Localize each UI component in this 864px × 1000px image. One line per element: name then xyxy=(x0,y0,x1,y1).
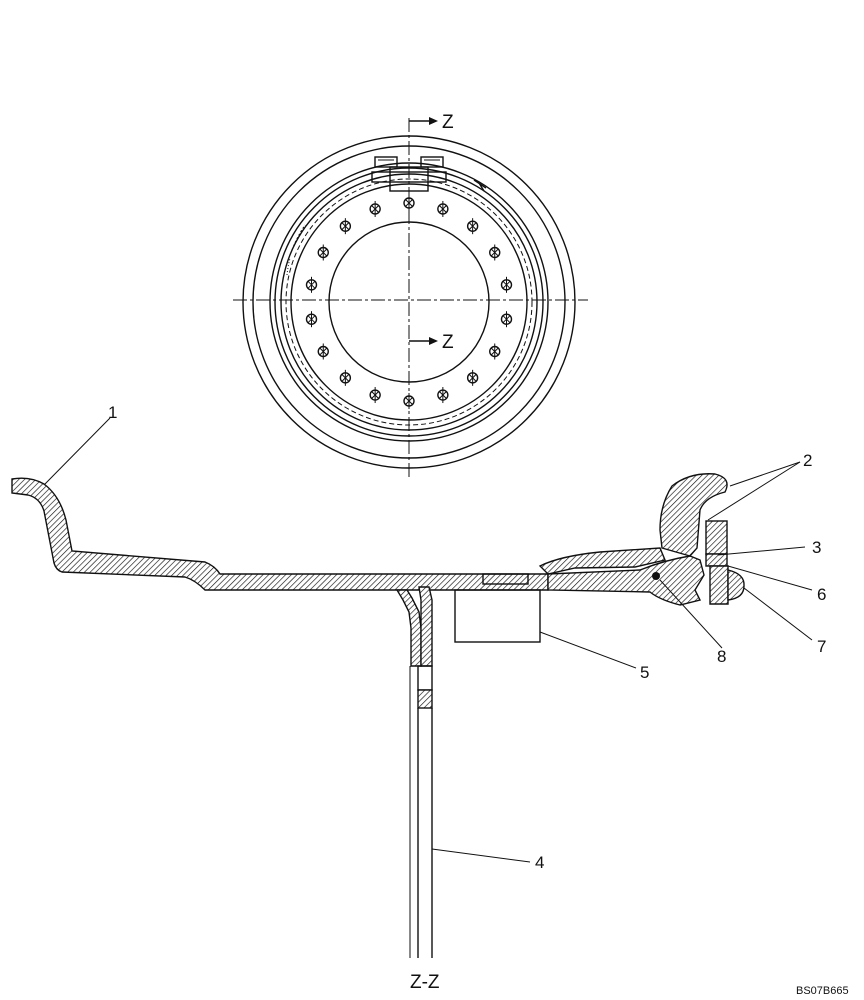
leader-7 xyxy=(743,587,813,641)
bolt-hole xyxy=(403,393,415,409)
bead-seat-band xyxy=(538,547,666,575)
leader-2a xyxy=(729,461,801,487)
retaining-nut xyxy=(727,569,745,601)
drawing-code: BS07B665 xyxy=(796,985,849,997)
callout-5: 5 xyxy=(640,663,649,682)
wheel-front-view: Z Z xyxy=(233,112,588,478)
bolt-hole xyxy=(305,276,318,293)
disc-hole xyxy=(417,665,433,691)
bolt-hole xyxy=(437,200,449,217)
section-arrow-bottom: Z xyxy=(409,332,454,353)
leader-4 xyxy=(431,848,531,863)
rim-base-left-flange xyxy=(11,477,549,591)
callout-2: 2 xyxy=(803,451,812,470)
bolt-hole-circle xyxy=(305,195,513,409)
leader-1 xyxy=(43,417,111,486)
rim-inscription-text-2 xyxy=(286,257,291,276)
callout-3: 3 xyxy=(812,538,821,557)
o-ring xyxy=(652,572,660,580)
callout-1: 1 xyxy=(108,403,117,422)
bolt-hole xyxy=(489,244,501,261)
section-arrow-top: Z xyxy=(409,112,454,133)
section-view xyxy=(11,473,745,958)
callout-4: 4 xyxy=(535,853,544,872)
valve-slot xyxy=(482,573,529,585)
bolt-hole xyxy=(305,311,318,328)
bolt-hole xyxy=(466,218,479,235)
callout-7: 7 xyxy=(817,637,826,656)
bolt-hole xyxy=(500,311,513,328)
rim-gutter xyxy=(547,555,705,606)
lock-ring-gap xyxy=(473,179,487,192)
callout-8: 8 xyxy=(717,647,726,666)
rim-inscription-text xyxy=(291,224,306,251)
section-arrow-bottom-label: Z xyxy=(442,332,454,353)
wheel-disc xyxy=(395,589,422,667)
side-ring-flange xyxy=(659,473,728,557)
bolt-hole xyxy=(489,343,501,360)
section-arrow-top-label: Z xyxy=(442,112,454,133)
retaining-bolt xyxy=(709,565,729,605)
bolt-hole xyxy=(339,218,352,235)
callouts: 1 2 3 4 5 6 7 8 xyxy=(43,403,826,872)
leader-6 xyxy=(727,565,813,591)
bolt-hole xyxy=(339,369,352,386)
leader-8 xyxy=(659,579,723,649)
callout-6: 6 xyxy=(817,585,826,604)
bolt-hole xyxy=(466,369,479,386)
valve-pad xyxy=(454,589,541,643)
leader-3 xyxy=(717,546,806,556)
bolt-hole xyxy=(403,195,415,211)
bolt-hole xyxy=(317,244,329,261)
leader-5 xyxy=(539,631,637,669)
bolt-hole xyxy=(369,200,381,217)
leader-2b xyxy=(707,461,801,521)
section-label: Z-Z xyxy=(410,972,440,993)
disc-web-upper xyxy=(417,689,433,709)
bolt-hole xyxy=(437,387,449,404)
bolt-hole xyxy=(500,276,513,293)
wheel-disc-lower xyxy=(418,586,433,667)
bolt-hole xyxy=(369,387,381,404)
bolt-hole xyxy=(317,343,329,360)
lock-ring-lower xyxy=(705,553,728,567)
lock-ring xyxy=(705,520,728,555)
